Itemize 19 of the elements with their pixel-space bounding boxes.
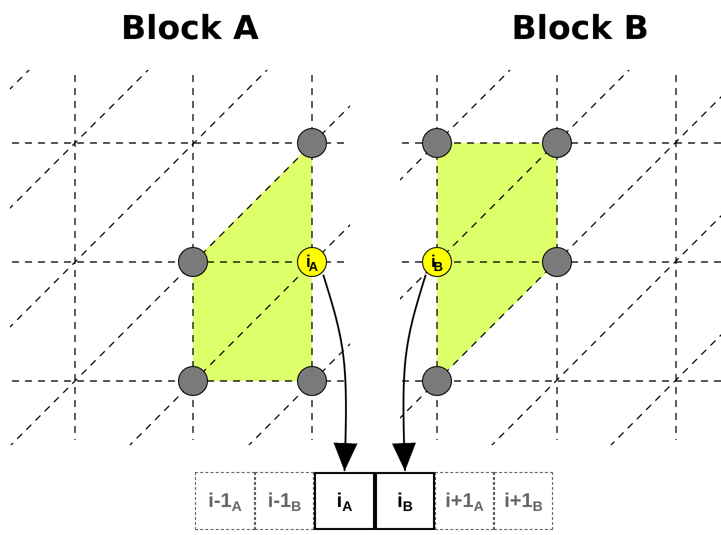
mesh-node-circle [422, 128, 452, 158]
array-cell: i-1$_{A}$ [195, 472, 255, 530]
mesh-node-circle [542, 247, 572, 277]
mesh-node-circle [542, 128, 572, 158]
block-title: Block B [512, 8, 649, 47]
mesh-node-circle [422, 366, 452, 396]
mesh-node-circle [178, 247, 208, 277]
array-cell: i-1$_{B}$ [255, 472, 314, 530]
array-cell: i+1$_{A}$ [435, 472, 494, 530]
block-title: Block A [121, 8, 259, 47]
arrow [392, 274, 427, 472]
array-cell: i$_{A}$ [314, 472, 375, 530]
array-cell: i$_{B}$ [375, 472, 435, 530]
highlighted-node-circle: i$_{B}$ [422, 247, 452, 277]
mesh-node-circle [297, 366, 327, 396]
array-cell: i+1$_{B}$ [494, 472, 553, 530]
mesh-node-circle [297, 128, 327, 158]
mesh-node-circle [178, 366, 208, 396]
arrow [322, 274, 358, 472]
